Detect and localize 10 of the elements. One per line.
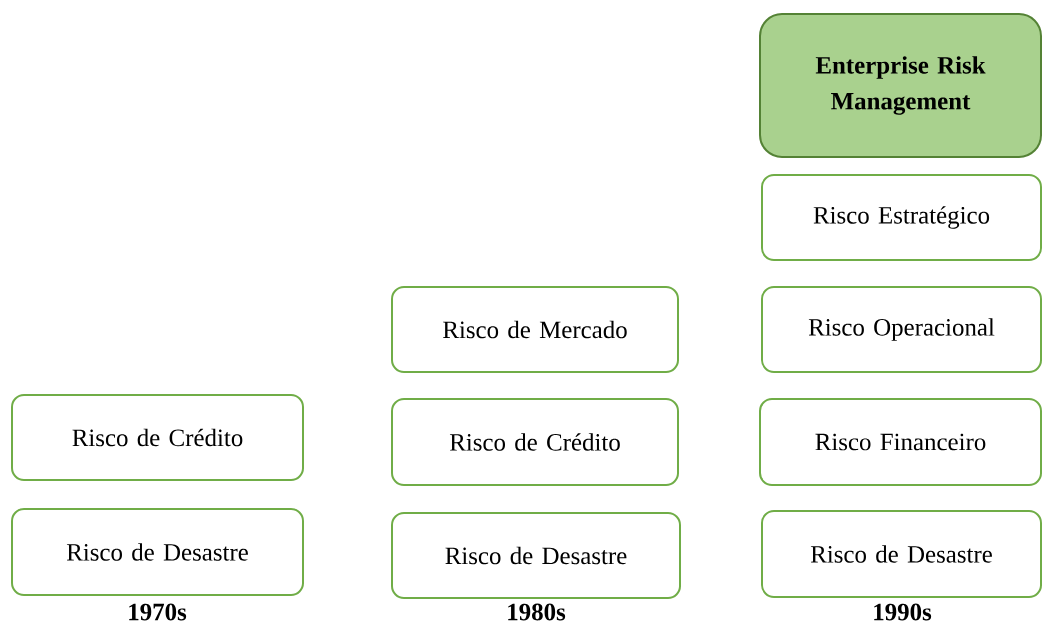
risk-box: Risco de Desastre bbox=[391, 512, 681, 599]
risk-box: Risco Estratégico bbox=[761, 174, 1042, 261]
highlighted-box: Enterprise Risk Management bbox=[759, 13, 1042, 158]
risk-box: Risco Operacional bbox=[761, 286, 1042, 373]
risk-box: Risco de Desastre bbox=[761, 510, 1042, 598]
risk-box: Risco de Crédito bbox=[391, 398, 679, 486]
risk-box: Risco de Crédito bbox=[11, 394, 304, 481]
risk-box: Risco de Desastre bbox=[11, 508, 304, 596]
risk-box: Risco Financeiro bbox=[759, 398, 1042, 486]
risk-box: Risco de Mercado bbox=[391, 286, 679, 373]
